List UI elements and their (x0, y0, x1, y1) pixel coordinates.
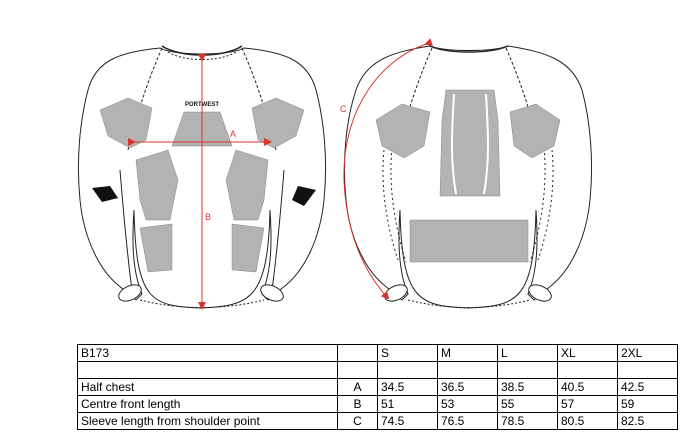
row-code: C (337, 412, 378, 430)
size-header: L (497, 344, 558, 362)
row-label: Sleeve length from shoulder point (77, 412, 338, 430)
size-header: S (377, 344, 438, 362)
cell-value: 38.5 (497, 378, 558, 396)
row-code: B (337, 395, 378, 413)
row-label: Centre front length (77, 395, 338, 413)
cell-value: 78.5 (497, 412, 558, 430)
dimension-c-label: C (340, 104, 347, 114)
table-row: Centre front length B 51 53 55 57 59 (77, 395, 678, 413)
cell-value: 59 (617, 395, 678, 413)
code-header (337, 344, 378, 362)
front-panels (99, 97, 305, 273)
size-header: M (437, 344, 498, 362)
cell-value: 53 (437, 395, 498, 413)
cell-value: 40.5 (557, 378, 618, 396)
front-underarm-insert (92, 186, 316, 206)
table-header-row: B173 S M L XL 2XL (77, 344, 678, 362)
cell-value: 36.5 (437, 378, 498, 396)
dimension-a-label: A (230, 129, 236, 139)
table-row: Half chest A 34.5 36.5 38.5 40.5 42.5 (77, 378, 678, 396)
size-header: 2XL (617, 344, 678, 362)
size-header: XL (557, 344, 618, 362)
cell-value: 74.5 (377, 412, 438, 430)
cell-value: 80.5 (557, 412, 618, 430)
table-empty-row (77, 361, 678, 379)
cell-value: 34.5 (377, 378, 438, 396)
row-label: Half chest (77, 378, 338, 396)
cell-value: 55 (497, 395, 558, 413)
back-panel-highlights (451, 93, 489, 195)
cell-value: 57 (557, 395, 618, 413)
cell-value: 82.5 (617, 412, 678, 430)
cell-value: 51 (377, 395, 438, 413)
cell-value: 42.5 (617, 378, 678, 396)
size-chart-table: B173 S M L XL 2XL Half chest A 34.5 36.5… (77, 344, 678, 430)
dimension-b-label: B (205, 212, 211, 222)
table-row: Sleeve length from shoulder point C 74.5… (77, 412, 678, 430)
row-code: A (337, 378, 378, 396)
garment-technical-drawing: PORTWEST A B C (77, 38, 593, 310)
cell-value: 76.5 (437, 412, 498, 430)
product-code: B173 (77, 344, 338, 362)
dimension-c-line (343, 38, 433, 300)
